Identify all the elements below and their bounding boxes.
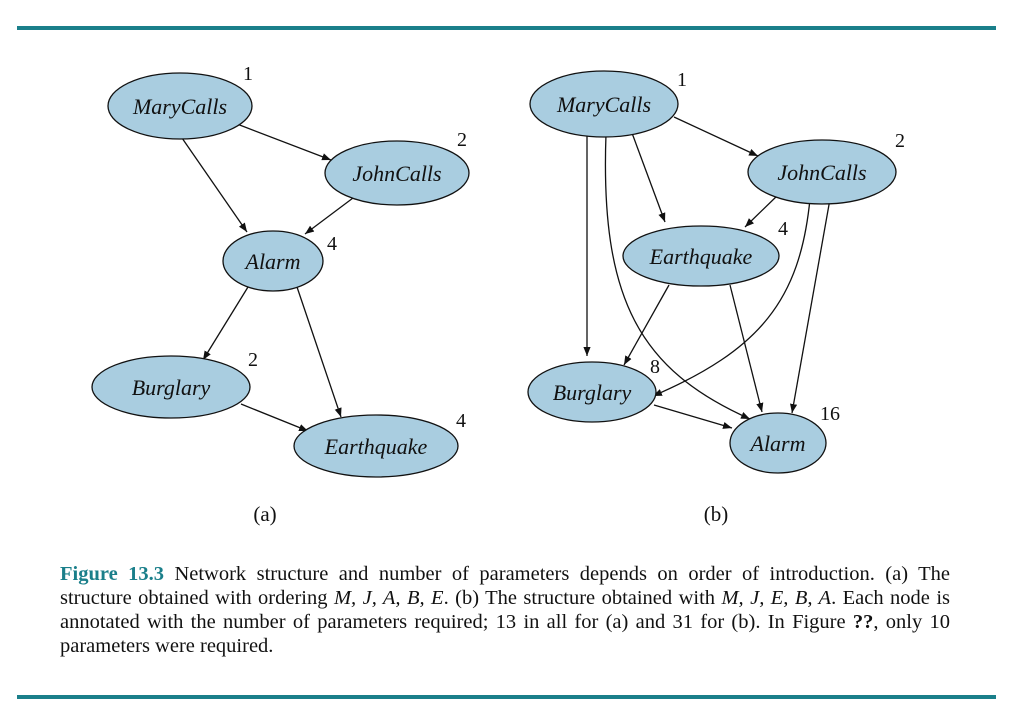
node-a-burglary: Burglary 2 (91, 349, 258, 419)
top-rule (17, 26, 996, 30)
node-label: Burglary (553, 380, 632, 405)
bottom-rule (17, 695, 996, 699)
node-shape (527, 361, 657, 423)
caption-text-4: , only 10 parameters were required. (60, 611, 950, 657)
node-b-earthquake: Earthquake 4 (622, 218, 788, 287)
edge-b-mary-alarm (604, 133, 751, 420)
edge-b-john-earthquake (744, 193, 780, 228)
node-label: Earthquake (324, 434, 428, 459)
panel-b-label: (b) (704, 502, 729, 526)
param-count: 16 (820, 403, 840, 425)
node-label: Alarm (749, 431, 806, 456)
node-b-burglary: Burglary 8 (527, 356, 660, 423)
node-label: JohnCalls (777, 160, 866, 185)
ordering-a: M, J, A, B, E (333, 587, 444, 609)
panel-b: MaryCalls 1 JohnCalls 2 Earthquake 4 Bur… (527, 69, 905, 526)
node-shape (91, 355, 251, 419)
node-shape (747, 139, 897, 205)
edge-b-earthquake-alarm (729, 284, 764, 413)
edge-a-mary-john (236, 123, 332, 161)
edge-a-alarm-burglary (202, 286, 249, 361)
node-shape (529, 70, 679, 138)
caption-text-3: . Each node is annotated with the number… (60, 587, 951, 633)
edge-a-burglary-earthquake (240, 403, 309, 432)
node-a-alarm: Alarm 4 (222, 230, 337, 292)
param-count: 1 (677, 69, 687, 91)
bayes-network-diagram: MaryCalls 1 JohnCalls 2 Alarm 4 Burglary… (91, 63, 905, 526)
figure-caption: Figure 13.3 Network structure and number… (60, 562, 950, 658)
edge-b-mary-earthquake (631, 132, 666, 223)
node-b-marycalls: MaryCalls 1 (529, 69, 687, 138)
edge-a-mary-alarm (181, 137, 248, 233)
param-count: 4 (327, 233, 337, 255)
node-label: MaryCalls (132, 94, 227, 119)
param-count: 2 (248, 349, 258, 371)
figure-reference[interactable]: ?? (852, 611, 874, 633)
node-b-johncalls: JohnCalls 2 (747, 130, 905, 205)
node-label: MaryCalls (556, 92, 651, 117)
param-count: 1 (243, 63, 253, 85)
node-label: Alarm (244, 249, 301, 274)
node-label: JohnCalls (352, 161, 441, 186)
param-count: 2 (895, 130, 905, 152)
node-label: Earthquake (649, 244, 753, 269)
node-shape (293, 414, 459, 478)
edge-b-john-alarm (790, 198, 831, 414)
param-count: 8 (650, 356, 660, 378)
node-shape (324, 140, 470, 206)
node-a-marycalls: MaryCalls 1 (107, 63, 253, 140)
caption-text-1: Network structure and number of paramete… (60, 563, 950, 609)
node-b-alarm: Alarm 16 (729, 403, 840, 474)
node-a-earthquake: Earthquake 4 (293, 410, 466, 478)
edge-b-earthquake-burglary (623, 284, 670, 366)
param-count: 2 (457, 129, 467, 151)
edge-a-alarm-earthquake (296, 286, 342, 418)
panel-a-label: (a) (253, 502, 276, 526)
node-a-johncalls: JohnCalls 2 (324, 129, 470, 206)
figure-label: Figure 13.3 (60, 563, 165, 585)
edge-b-burglary-alarm (653, 404, 733, 429)
param-count: 4 (456, 410, 466, 432)
node-shape (107, 72, 253, 140)
node-label: Burglary (132, 375, 211, 400)
node-shape (222, 230, 324, 292)
edge-b-john-burglary (652, 198, 811, 397)
param-count: 4 (778, 218, 788, 240)
node-shape (729, 412, 827, 474)
edge-b-mary-john (673, 116, 759, 157)
edge-a-john-alarm (304, 194, 358, 235)
ordering-b: M, J, E, B, A (721, 587, 832, 609)
node-shape (622, 225, 780, 287)
panel-a: MaryCalls 1 JohnCalls 2 Alarm 4 Burglary… (91, 63, 470, 526)
caption-text-2: . (b) The structure obtained with (443, 587, 722, 609)
